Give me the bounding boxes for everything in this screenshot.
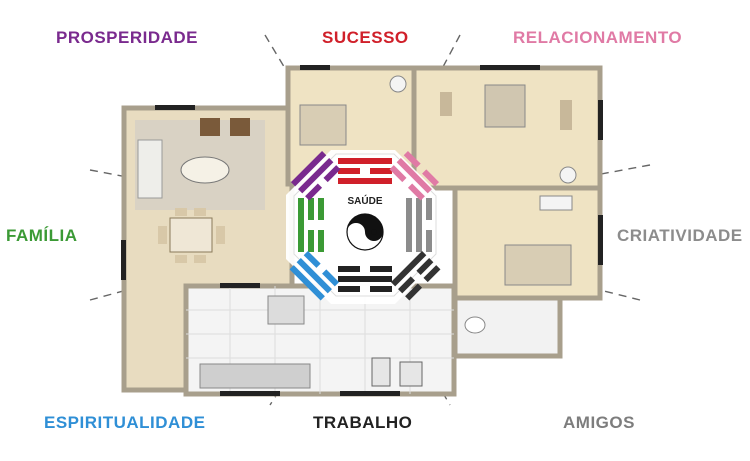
area-label-trabalho: TRABALHO — [313, 413, 413, 432]
area-label-sucesso: SUCESSO — [322, 28, 409, 47]
area-label-relacionamento: RELACIONAMENTO — [513, 28, 683, 47]
area-label-familia: FAMÍLIA — [6, 226, 78, 245]
area-label-prosperidade: PROSPERIDADE — [56, 28, 199, 47]
center-label: SAÚDE — [347, 194, 382, 207]
bagua-octagon-icon: SAÚDE — [286, 150, 441, 304]
yin-yang-icon — [346, 213, 384, 251]
apartment-plan — [121, 65, 603, 397]
area-label-espiritualidade: ESPIRITUALIDADE — [44, 413, 206, 432]
area-label-amigos: AMIGOS — [563, 413, 635, 432]
area-label-criatividade: CRIATIVIDADE — [617, 226, 743, 245]
